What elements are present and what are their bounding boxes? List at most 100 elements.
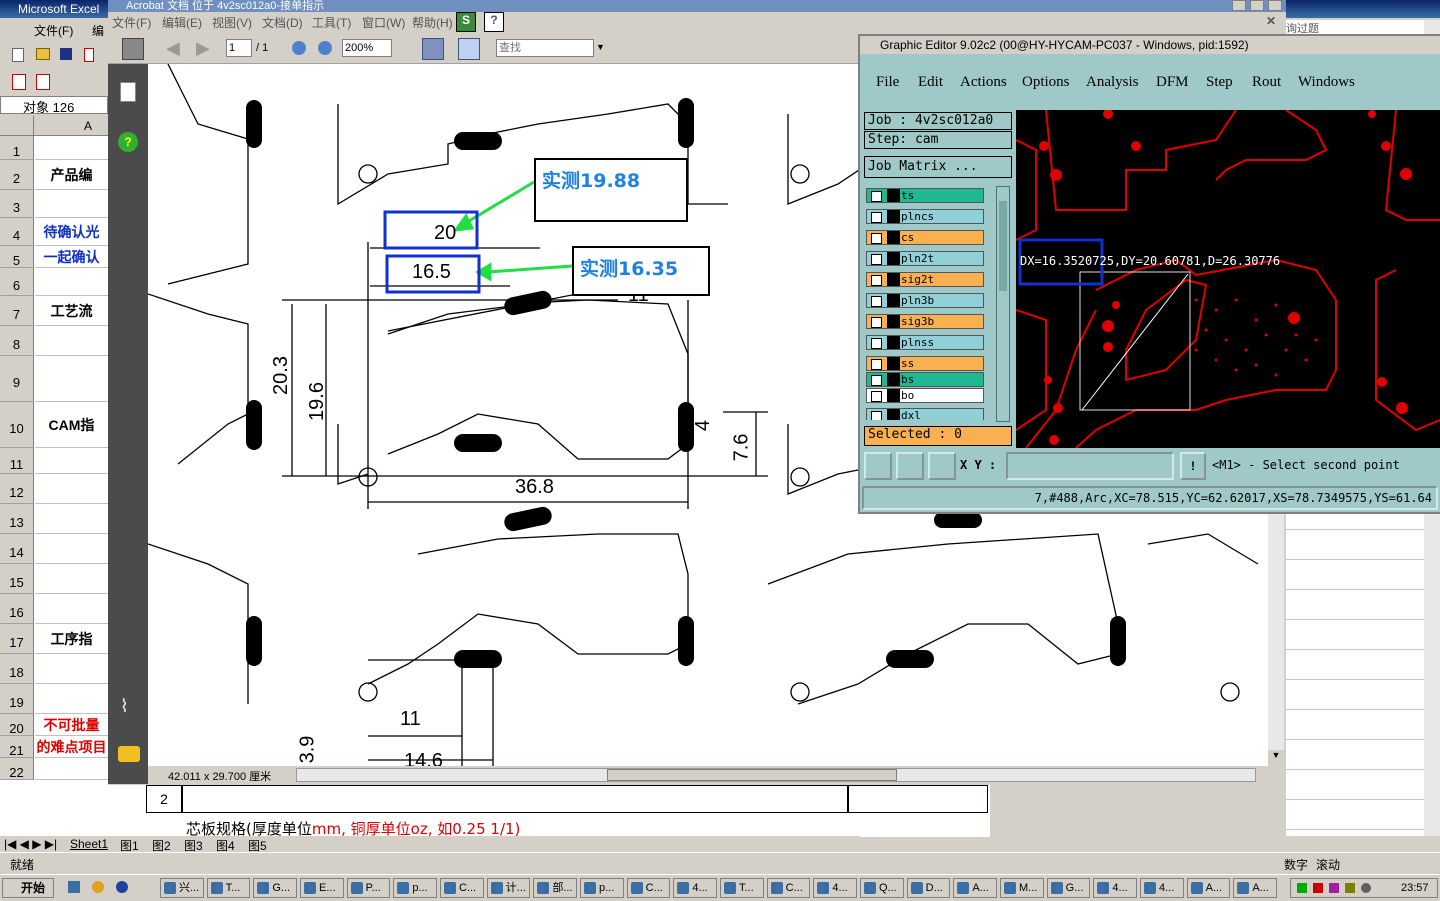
close-icon[interactable] [1268, 0, 1282, 11]
pages-icon[interactable] [120, 82, 136, 102]
taskbar-button-9[interactable]: p... [580, 878, 624, 898]
taskbar-button-16[interactable]: D... [906, 878, 951, 898]
cell-a22[interactable] [35, 758, 108, 780]
pdf-hscroll[interactable] [296, 768, 1256, 782]
row-header-5[interactable]: 5 [0, 246, 34, 268]
open-icon[interactable] [36, 48, 50, 60]
cell-a21[interactable]: 的难点项目 [35, 736, 108, 758]
row-header-10[interactable]: 10 [0, 402, 34, 448]
taskbar-button-12[interactable]: T... [720, 878, 764, 898]
zoom-in-icon[interactable] [318, 41, 332, 55]
show-desktop-icon[interactable] [68, 881, 80, 893]
taskbar-button-21[interactable]: 4... [1140, 878, 1184, 898]
row-header-4[interactable]: 4 [0, 218, 34, 246]
acrobat-menu-3[interactable]: 文档(D) [262, 16, 303, 30]
fit-page-icon[interactable] [422, 38, 444, 60]
save-icon[interactable] [60, 48, 72, 60]
layer-checkbox[interactable] [871, 212, 882, 223]
layer-checkbox[interactable] [871, 375, 882, 386]
taskbar-button-10[interactable]: C... [626, 878, 671, 898]
row-header-20[interactable]: 20 [0, 714, 34, 736]
row-header-2[interactable]: 2 [0, 160, 34, 190]
ge-menu-dfm[interactable]: DFM [1156, 74, 1189, 90]
start-button[interactable]: 开始 [2, 878, 54, 898]
ge-menu-actions[interactable]: Actions [960, 74, 1007, 90]
row-header-21[interactable]: 21 [0, 736, 34, 758]
cell-a14[interactable] [35, 534, 108, 564]
cell-c21[interactable] [182, 785, 848, 813]
row-header-14[interactable]: 14 [0, 534, 34, 564]
layer-bs[interactable]: bs [866, 372, 984, 387]
layer-ts[interactable]: ts [866, 188, 984, 203]
cell-a13[interactable] [35, 504, 108, 534]
tray-icon-2[interactable] [1313, 883, 1323, 893]
cell-a2[interactable]: 产品编 [35, 160, 108, 190]
zoom-input[interactable] [342, 39, 392, 57]
taskbar-button-11[interactable]: 4... [673, 878, 717, 898]
acrobat-menu-2[interactable]: 视图(V) [212, 16, 252, 30]
cell-a11[interactable] [35, 448, 108, 474]
search-dropdown-icon[interactable]: ▼ [596, 42, 605, 52]
layer-sig2t[interactable]: sig2t [866, 272, 984, 287]
row-header-1[interactable]: 1 [0, 136, 34, 160]
layer-ss[interactable]: ss [866, 356, 984, 371]
layer-plncs[interactable]: plncs [866, 209, 984, 224]
taskbar-button-5[interactable]: p... [393, 878, 437, 898]
cell-a18[interactable] [35, 654, 108, 684]
permission-icon[interactable] [84, 48, 94, 62]
cell-a7[interactable]: 工艺流 [35, 296, 108, 326]
acrobat-menu-4[interactable]: 工具(T) [312, 16, 352, 30]
help-icon[interactable]: ? [484, 12, 504, 32]
layer-checkbox[interactable] [871, 254, 882, 265]
select-all-corner[interactable] [0, 116, 34, 136]
row-header-17[interactable]: 17 [0, 624, 34, 654]
ge-menu-analysis[interactable]: Analysis [1086, 74, 1139, 90]
sheet-tab-1[interactable]: 图1 [120, 839, 139, 853]
layer-checkbox[interactable] [871, 411, 882, 420]
excel-menu-edit[interactable]: 编 [92, 24, 105, 38]
row-header-22[interactable]: 22 [0, 758, 34, 780]
taskbar-button-1[interactable]: T... [206, 878, 251, 898]
layer-plnss[interactable]: plnss [866, 335, 984, 350]
cell-a17[interactable]: 工序指 [35, 624, 108, 654]
cell-a4[interactable]: 待确认光 [35, 218, 108, 246]
acrobat-menu-0[interactable]: 文件(F) [112, 16, 152, 30]
next-page-icon[interactable]: ▶ [196, 38, 210, 58]
cell-a3[interactable] [35, 190, 108, 218]
taskbar-button-7[interactable]: 计... [486, 878, 531, 898]
sheet-tab-3[interactable]: 图3 [184, 839, 203, 853]
sheet-nav-arrows[interactable]: |◀ ◀ ▶ ▶| [4, 837, 58, 851]
maximize-icon[interactable] [1250, 0, 1264, 11]
prev-page-icon[interactable]: ◀ [166, 38, 180, 58]
ge-menu-options[interactable]: Options [1022, 74, 1070, 90]
taskbar-button-4[interactable]: P... [346, 878, 391, 898]
layer-checkbox[interactable] [871, 296, 882, 307]
taskbar-button-3[interactable]: E... [300, 878, 344, 898]
layer-checkbox[interactable] [871, 338, 882, 349]
row-header-6[interactable]: 6 [0, 268, 34, 296]
cell-c22[interactable]: 芯板规格(厚度单位mm, 铜厚单位oz, 如0.25 1/1) [186, 818, 520, 839]
row-header-9[interactable]: 9 [0, 356, 34, 402]
cell-a9[interactable] [35, 356, 108, 402]
doc-close-icon[interactable]: ✕ [1265, 14, 1277, 28]
search-input[interactable] [496, 39, 594, 57]
cell-a10[interactable]: CAM指 [35, 402, 108, 448]
layer-checkbox[interactable] [871, 359, 882, 370]
row-header-8[interactable]: 8 [0, 326, 34, 356]
sheet-tab-5[interactable]: 图5 [248, 839, 267, 853]
taskbar-button-20[interactable]: 4... [1093, 878, 1137, 898]
zoom-out-icon[interactable] [292, 41, 306, 55]
row-header-7[interactable]: 7 [0, 296, 34, 326]
print-icon[interactable] [122, 38, 144, 60]
sheet-tab-4[interactable]: 图4 [216, 839, 235, 853]
s-tool-icon[interactable]: S [456, 12, 476, 32]
grid-snap-icon[interactable] [928, 452, 956, 480]
taskbar-button-19[interactable]: G... [1046, 878, 1091, 898]
tray-icon-1[interactable] [1297, 883, 1307, 893]
row-header-11[interactable]: 11 [0, 448, 34, 474]
hscroll-thumb[interactable] [607, 769, 897, 781]
taskbar-button-23[interactable]: A... [1233, 878, 1277, 898]
pdf-mail-icon[interactable] [36, 74, 50, 90]
job-matrix-button[interactable]: Job Matrix ... [864, 156, 1012, 178]
angle-mode-icon[interactable] [896, 452, 924, 480]
